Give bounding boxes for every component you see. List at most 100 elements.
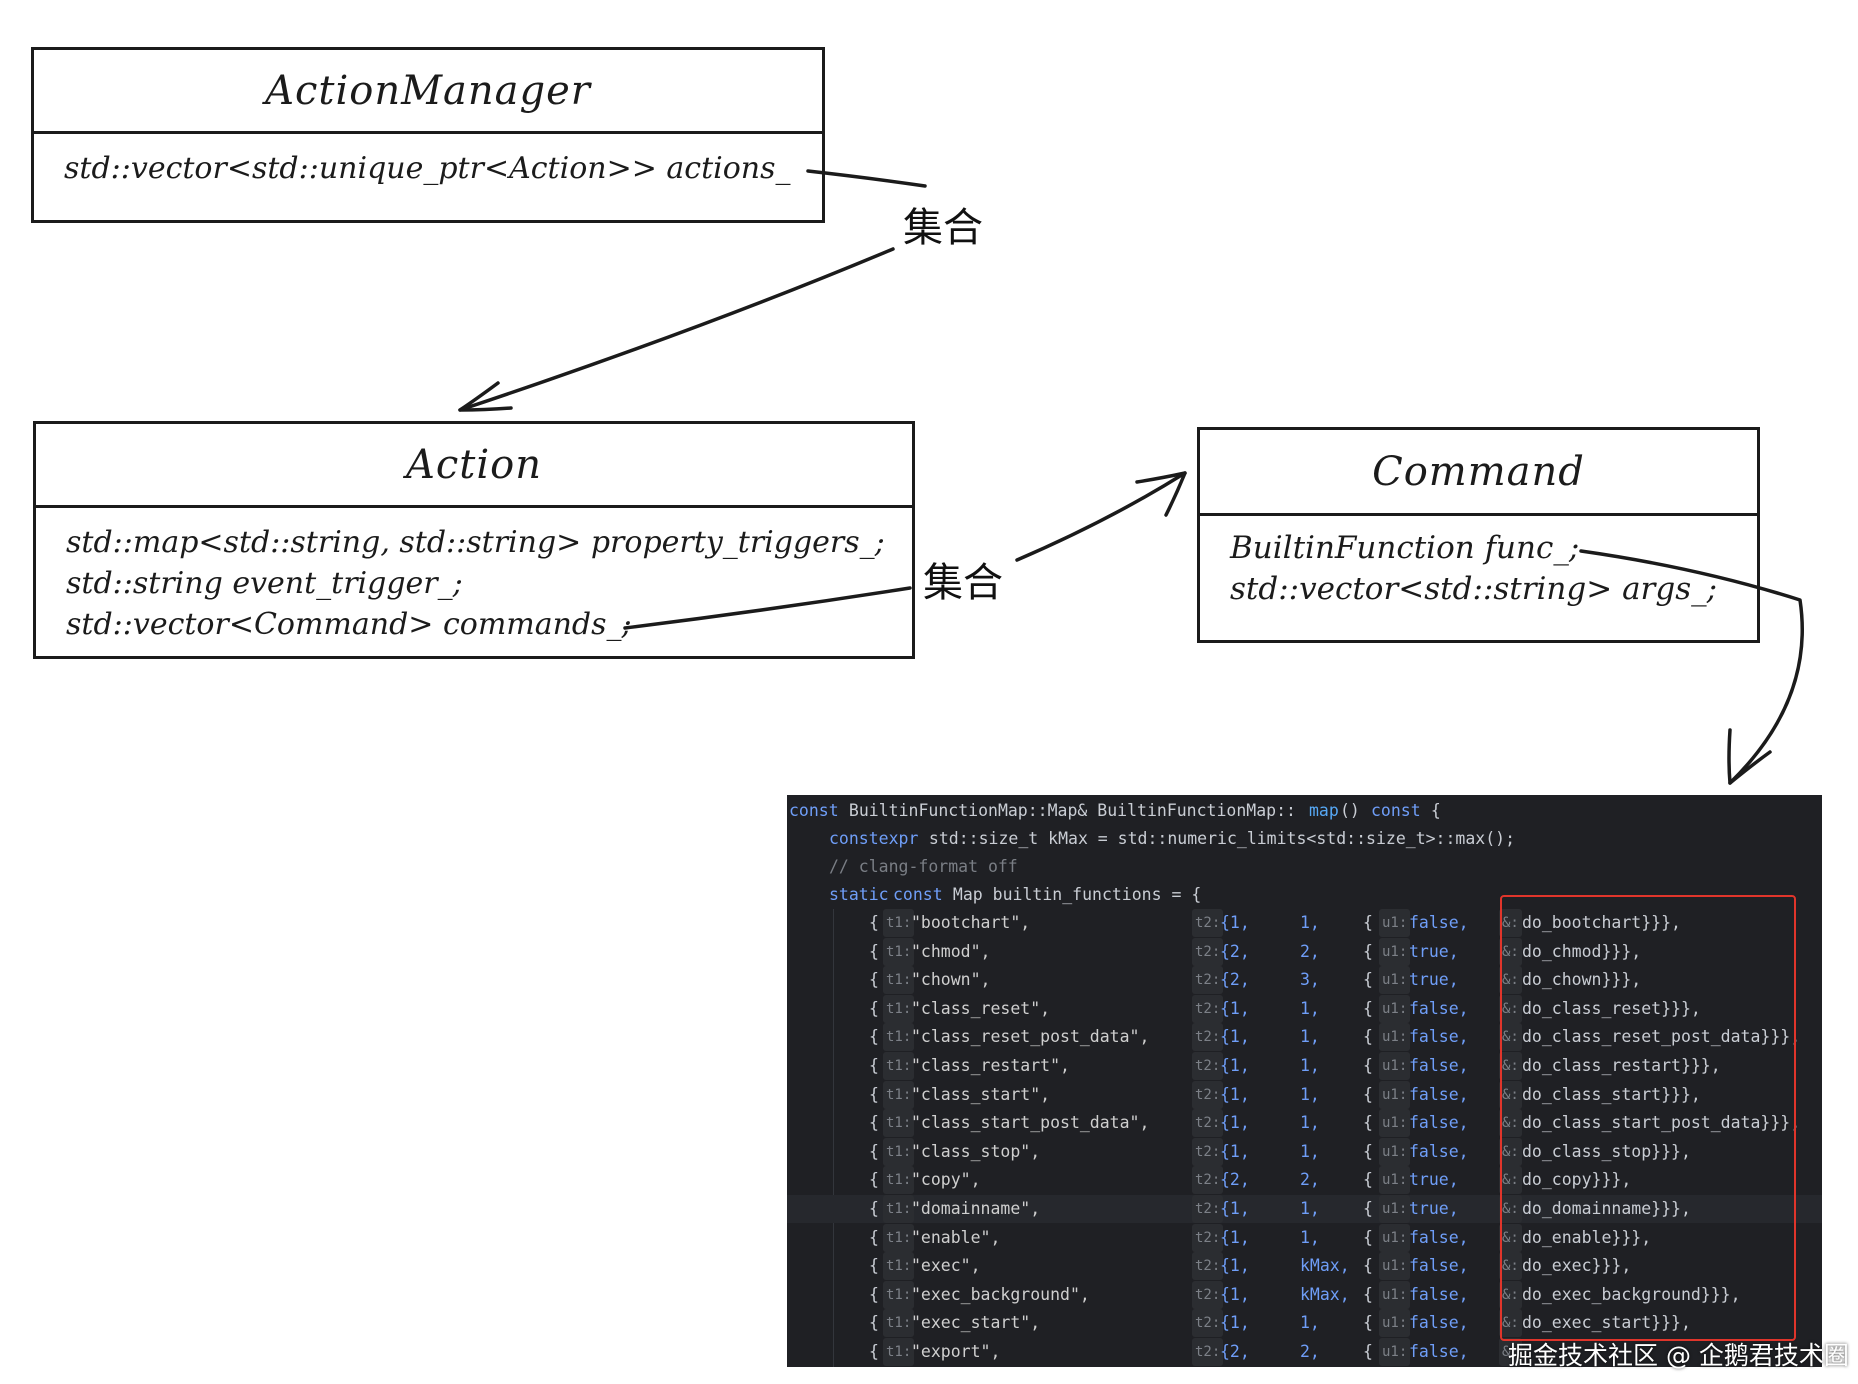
code-line-4: static const Map builtin_functions = { [829, 885, 1202, 904]
table-row: {t1:"copy",t2:{2,2,{u1:true,&:do_copy}}}… [787, 1166, 1822, 1195]
row-name: "class_start", [911, 1084, 1051, 1104]
table-row: {t1:"export",t2:{2,2,{u1:false,&: [787, 1338, 1822, 1366]
param-hint: t2: [1192, 1137, 1224, 1166]
row-min: {1, [1220, 1056, 1250, 1075]
table-row: {t1:"exec_start",t2:{1,1,{u1:false,&:do_… [787, 1309, 1822, 1338]
brace: { [1363, 941, 1373, 961]
row-flag: true, [1409, 941, 1459, 961]
brace: { [869, 998, 879, 1018]
row-max: 1, [1300, 1227, 1320, 1247]
param-hint: u1: [1379, 1109, 1411, 1138]
param-hint: &: [1499, 1195, 1522, 1223]
code-panel: const BuiltinFunctionMap::Map& BuiltinFu… [787, 795, 1822, 1367]
row-flag: true, [1409, 1170, 1459, 1190]
param-hint: t2: [1192, 1195, 1224, 1223]
param-hint: t1: [883, 966, 915, 995]
row-fn: do_class_stop}}}, [1522, 1141, 1691, 1161]
param-hint: u1: [1379, 1166, 1411, 1195]
row-flag: false, [1409, 1227, 1469, 1247]
row-flag: false, [1409, 1056, 1469, 1075]
class-name: Command [1200, 430, 1757, 516]
table-row: {t1:"class_start",t2:{1,1,{u1:false,&:do… [787, 1080, 1822, 1109]
param-hint: u1: [1379, 1195, 1411, 1223]
param-hint: t2: [1192, 1052, 1224, 1080]
param-hint: t2: [1192, 966, 1224, 995]
param-hint: t1: [883, 1052, 915, 1080]
brace: { [869, 1084, 879, 1104]
row-fn: do_class_reset}}}, [1522, 998, 1701, 1018]
row-max: 2, [1300, 1170, 1320, 1190]
row-flag: true, [1409, 970, 1459, 990]
row-flag: true, [1409, 1199, 1459, 1218]
row-min: {2, [1220, 970, 1250, 990]
param-hint: t2: [1192, 1309, 1224, 1338]
brace: { [1363, 1227, 1373, 1247]
field-func: BuiltinFunction func_; [1230, 530, 1580, 566]
row-max: 1, [1300, 1027, 1320, 1047]
class-command: Command BuiltinFunction func_; std::vect… [1197, 427, 1760, 643]
brace: { [1363, 1113, 1373, 1133]
relation-label-action-command: 集合 [923, 560, 1003, 606]
field-event-trigger: std::string event_trigger_; [66, 566, 463, 601]
row-name: "chown", [911, 970, 991, 990]
row-fn: do_chown}}}, [1522, 970, 1642, 990]
brace: { [869, 1170, 879, 1190]
param-hint: t1: [883, 1309, 915, 1338]
param-hint: &: [1499, 1080, 1522, 1109]
param-hint: t2: [1192, 1109, 1224, 1138]
row-name: "exec", [911, 1256, 981, 1276]
row-fn: do_class_reset_post_data}}}, [1522, 1027, 1801, 1047]
arrow-label-to-command [1015, 471, 1187, 562]
brace: { [869, 1256, 879, 1276]
param-hint: t2: [1192, 1338, 1224, 1366]
param-hint: t1: [883, 1080, 915, 1109]
row-max: 3, [1300, 970, 1320, 990]
param-hint: t2: [1192, 909, 1224, 937]
arrow-func-to-code [1579, 549, 1804, 785]
table-row: {t1:"chown",t2:{2,3,{u1:true,&:do_chown}… [787, 966, 1822, 995]
brace: { [1363, 913, 1373, 932]
row-flag: false, [1409, 1284, 1469, 1304]
row-min: {1, [1220, 1284, 1250, 1304]
row-max: 1, [1300, 1084, 1320, 1104]
param-hint: t1: [883, 1109, 915, 1138]
param-hint: u1: [1379, 937, 1411, 966]
row-name: "exec_background", [911, 1284, 1090, 1304]
brace: { [869, 1056, 879, 1075]
row-flag: false, [1409, 1256, 1469, 1276]
brace: { [1363, 1256, 1373, 1276]
param-hint: &: [1499, 1252, 1522, 1281]
field-actions: std::vector<std::unique_ptr<Action>> act… [64, 151, 791, 186]
row-flag: false, [1409, 998, 1469, 1018]
param-hint: &: [1499, 1137, 1522, 1166]
field-args: std::vector<std::string> args_; [1230, 571, 1718, 607]
row-min: {2, [1220, 1170, 1250, 1190]
table-row: {t1:"exec",t2:{1,kMax,{u1:false,&:do_exe… [787, 1252, 1822, 1281]
brace: { [869, 1199, 879, 1218]
table-row: {t1:"enable",t2:{1,1,{u1:false,&:do_enab… [787, 1223, 1822, 1252]
table-row: {t1:"exec_background",t2:{1,kMax,{u1:fal… [787, 1280, 1822, 1309]
param-hint: t1: [883, 1338, 915, 1366]
arrowhead-command [1135, 471, 1187, 517]
param-hint: &: [1499, 909, 1522, 937]
param-hint: t1: [883, 1223, 915, 1252]
param-hint: t1: [883, 1137, 915, 1166]
param-hint: t1: [883, 1166, 915, 1195]
row-name: "export", [911, 1342, 1001, 1361]
field-property-triggers: std::map<std::string, std::string> prope… [66, 525, 885, 560]
param-hint: u1: [1379, 1137, 1411, 1166]
brace: { [1363, 1342, 1373, 1361]
row-flag: false, [1409, 1342, 1469, 1361]
row-name: "class_reset_post_data", [911, 1027, 1150, 1047]
brace: { [869, 913, 879, 932]
connector-actions-to-label [806, 169, 927, 188]
row-name: "chmod", [911, 941, 991, 961]
brace: { [869, 970, 879, 990]
param-hint: &: [1499, 1166, 1522, 1195]
row-max: 1, [1300, 913, 1320, 932]
class-name: ActionManager [34, 50, 822, 134]
param-hint: t1: [883, 909, 915, 937]
brace: { [1363, 970, 1373, 990]
param-hint: u1: [1379, 966, 1411, 995]
row-fn: do_exec_background}}}, [1522, 1284, 1741, 1304]
